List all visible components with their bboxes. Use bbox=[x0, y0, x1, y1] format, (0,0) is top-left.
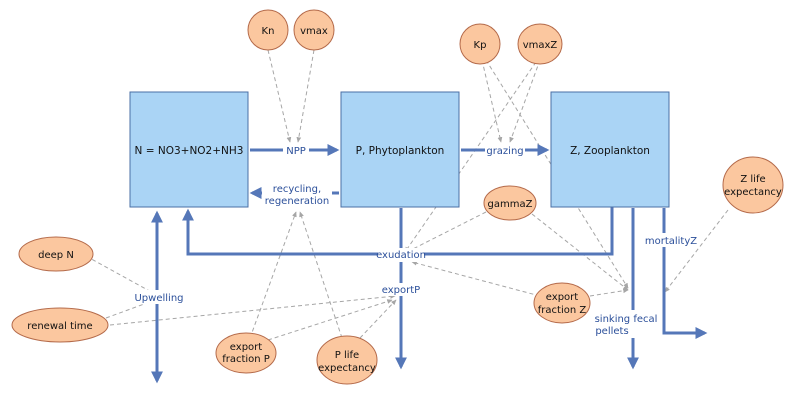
link-plife-exportp bbox=[359, 299, 397, 339]
link-plife-recycling bbox=[299, 211, 343, 339]
param-vmaxz: vmaxZ bbox=[517, 23, 563, 65]
param-renewal-time-label: renewal time bbox=[27, 321, 92, 332]
param-vmax-label: vmax bbox=[300, 26, 328, 37]
param-kp-label: Kp bbox=[474, 40, 487, 51]
link-exportfracz-exudation bbox=[411, 260, 541, 297]
stock-phytoplankton: P, Phytoplankton bbox=[340, 91, 460, 208]
param-deep-n-label: deep N bbox=[38, 250, 74, 261]
link-vmax-npp bbox=[296, 49, 315, 143]
param-gammaz: gammaZ bbox=[483, 185, 537, 221]
param-p-life-expectancy-label-line2: expectancy bbox=[318, 363, 376, 374]
flow-mortality-pipe bbox=[662, 208, 708, 339]
param-export-fraction-z-label-line1: export bbox=[546, 292, 578, 303]
flow-upwelling-label: Upwelling bbox=[134, 293, 183, 304]
param-export-fraction-p-label-line1: export bbox=[230, 342, 262, 353]
flow-sinking-label-line2: pellets bbox=[595, 326, 628, 337]
flow-npp-label: NPP bbox=[286, 146, 306, 157]
param-z-life-expectancy-label-line1: Z life bbox=[740, 174, 765, 185]
param-deep-n: deep N bbox=[18, 236, 94, 272]
stock-nutrients-label: N = NO3+NO2+NH3 bbox=[135, 145, 244, 157]
param-z-life-expectancy: Z life expectancy bbox=[722, 156, 784, 214]
link-vmaxz-exudation bbox=[404, 61, 537, 253]
param-gammaz-label: gammaZ bbox=[488, 199, 533, 210]
link-exportfracp-recycling bbox=[249, 211, 297, 339]
flow-grazing-label: grazing bbox=[486, 146, 523, 157]
stock-zooplankton-label: Z, Zooplankton bbox=[570, 145, 650, 157]
param-p-life-expectancy: P life expectancy bbox=[316, 335, 378, 385]
link-exportfracp-exportp bbox=[267, 299, 393, 341]
link-renewal-exportp bbox=[109, 294, 396, 326]
stock-phytoplankton-label: P, Phytoplankton bbox=[356, 145, 445, 157]
link-deepn-upwelling bbox=[85, 255, 156, 295]
link-vmaxz-grazing bbox=[509, 59, 541, 143]
link-kn-npp bbox=[267, 49, 292, 143]
link-kp-grazing bbox=[481, 59, 503, 143]
param-export-fraction-p-label-line2: fraction P bbox=[222, 354, 270, 365]
stock-zooplankton: Z, Zooplankton bbox=[550, 91, 670, 208]
param-export-fraction-z: export fraction Z bbox=[533, 282, 591, 324]
param-export-fraction-p: export fraction P bbox=[215, 332, 277, 374]
link-gammaz-sinking bbox=[531, 213, 629, 291]
param-kn: Kn bbox=[247, 9, 289, 51]
flow-exudation-label: exudation bbox=[376, 250, 426, 261]
param-vmax: vmax bbox=[293, 9, 335, 51]
param-renewal-time: renewal time bbox=[11, 307, 109, 343]
link-zlife-mortality bbox=[664, 209, 729, 293]
parameters: Kn vmax Kp vmaxZ gammaZ deep N renewal t… bbox=[11, 9, 784, 385]
param-z-life-expectancy-label-line2: expectancy bbox=[724, 187, 782, 198]
flow-sinking-label-line1: sinking fecal bbox=[595, 314, 658, 325]
stock-nutrients: N = NO3+NO2+NH3 bbox=[129, 91, 249, 208]
param-kn-label: Kn bbox=[262, 26, 275, 37]
link-exportfracz-sinking bbox=[589, 288, 629, 297]
param-p-life-expectancy-label-line1: P life bbox=[335, 350, 359, 361]
flow-recycling-label-line1: recycling, bbox=[273, 184, 321, 195]
flow-exportp-label: exportP bbox=[382, 285, 420, 296]
flow-labels: NPP grazing recycling, regeneration exud… bbox=[134, 143, 699, 338]
param-vmaxz-label: vmaxZ bbox=[523, 40, 558, 51]
param-export-fraction-z-label-line2: fraction Z bbox=[538, 305, 587, 316]
flow-mortalityz-label: mortalityZ bbox=[645, 236, 697, 247]
param-kp: Kp bbox=[459, 23, 501, 65]
flow-recycling-label-line2: regeneration bbox=[265, 196, 329, 207]
link-gammaz-exudation bbox=[404, 211, 487, 254]
